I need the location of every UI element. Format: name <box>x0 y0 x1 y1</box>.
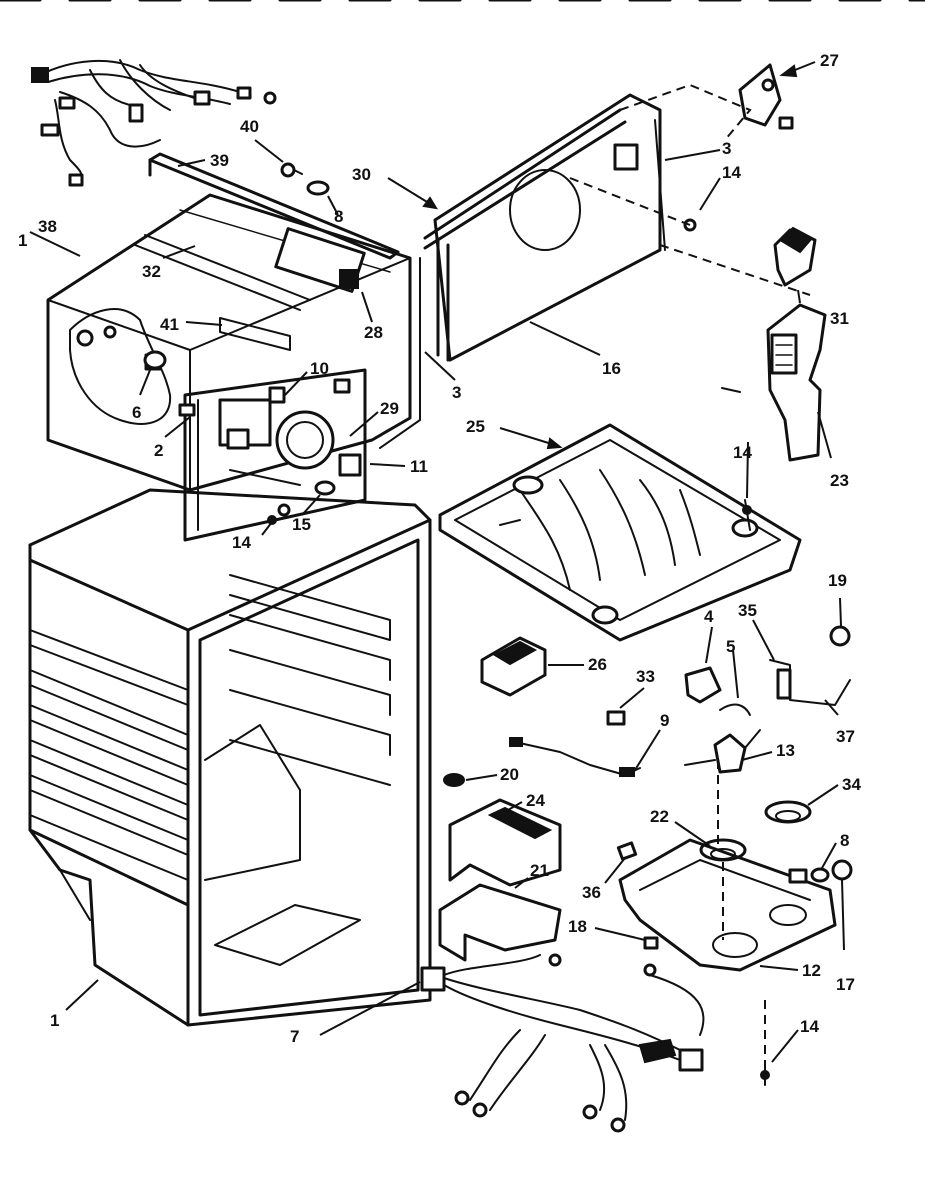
callout-8-lower: 8 <box>840 831 849 850</box>
screw-40 <box>280 162 303 178</box>
callout-14-upper-right: 14 <box>722 163 741 182</box>
callout-15: 15 <box>292 515 311 534</box>
callout-38: 38 <box>38 217 57 236</box>
callout-25: 25 <box>466 417 485 436</box>
wiring-harness-upper <box>31 59 277 187</box>
callout-5: 5 <box>726 637 735 656</box>
callout-31: 31 <box>830 309 849 328</box>
callout-3-upper: 3 <box>722 139 731 158</box>
callout-18: 18 <box>568 917 587 936</box>
callout-41: 41 <box>160 315 179 334</box>
callout-27: 27 <box>820 51 839 70</box>
callout-14-left: 14 <box>232 533 251 552</box>
wiring-harness-lower <box>420 953 705 1133</box>
callout-35: 35 <box>738 601 757 620</box>
callout-24: 24 <box>526 791 545 810</box>
leader-lines <box>29 61 845 1063</box>
callout-14-middle-right: 14 <box>733 443 752 462</box>
callout-9: 9 <box>660 711 669 730</box>
rear-panel-assembly <box>423 83 811 362</box>
freezer-liner-upper <box>46 193 421 492</box>
callout-21: 21 <box>530 861 549 880</box>
callout-11: 11 <box>410 457 428 476</box>
housing-24-21 <box>438 798 562 962</box>
callout-14-bottom: 14 <box>800 1017 819 1036</box>
callout-13: 13 <box>776 741 795 760</box>
clip-8-upper <box>306 180 330 196</box>
callout-33: 33 <box>636 667 655 686</box>
small-parts-36-18 <box>616 841 659 950</box>
callout-8-upper: 8 <box>334 207 343 226</box>
grommet-20 <box>443 773 465 787</box>
part-26 <box>480 636 547 697</box>
callout-39: 39 <box>210 151 229 170</box>
callout-19: 19 <box>828 571 847 590</box>
fan-bracket-assembly <box>178 368 367 542</box>
callout-37: 37 <box>836 727 855 746</box>
callout-22: 22 <box>650 807 669 826</box>
callout-4: 4 <box>704 607 714 626</box>
callout-17: 17 <box>836 975 855 994</box>
callout-6: 6 <box>132 403 141 422</box>
callout-29: 29 <box>380 399 399 418</box>
callout-12: 12 <box>802 961 821 980</box>
callout-20: 20 <box>500 765 519 784</box>
drain-pan-25 <box>438 423 802 642</box>
callout-16: 16 <box>602 359 621 378</box>
callout-36: 36 <box>582 883 601 902</box>
callout-2: 2 <box>154 441 163 460</box>
dispenser-parts <box>721 226 827 462</box>
callout-26: 26 <box>588 655 607 674</box>
bracket-27 <box>738 63 794 130</box>
callout-7: 7 <box>290 1027 299 1046</box>
control-parts <box>684 625 851 774</box>
callout-10: 10 <box>310 359 329 378</box>
callout-28: 28 <box>364 323 383 342</box>
callout-labels: 27 3 14 40 39 30 8 38 1 32 31 28 41 16 6… <box>18 51 861 1046</box>
callout-30: 30 <box>352 165 371 184</box>
callout-23: 23 <box>830 471 849 490</box>
callout-1-lower: 1 <box>50 1011 59 1030</box>
bracket-33-9 <box>509 710 641 777</box>
callout-32: 32 <box>142 262 161 281</box>
callout-1-upper: 1 <box>18 231 27 250</box>
screws-14 <box>267 499 770 1086</box>
callout-40: 40 <box>240 117 259 136</box>
callout-3-lower: 3 <box>452 383 461 402</box>
callout-34: 34 <box>842 775 861 794</box>
cabinet-liner-lower <box>28 488 432 1027</box>
